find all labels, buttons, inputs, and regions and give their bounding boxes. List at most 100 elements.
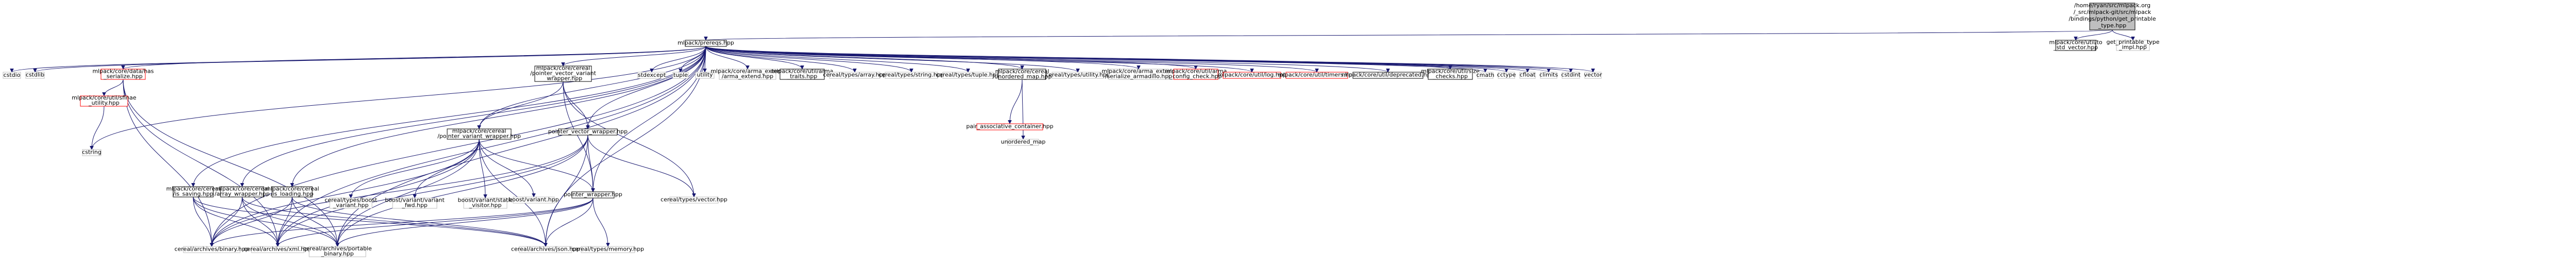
node-sizechecks[interactable]: mlpack/core/util/size_checks.hpp [1421,68,1480,80]
node-hasser[interactable]: mlpack/core/data/has_serialize.hpp [92,68,154,80]
node-label: climits [1539,71,1558,78]
node-issaving[interactable]: mlpack/core/cereal/is_saving.hpp [166,185,221,197]
node-box [998,69,1046,80]
node-armaconfig[interactable]: mlpack/core/util/arma_config_check.hpp [1165,68,1227,80]
node-box [519,246,572,253]
edge-mlpack-to-arraywrap [242,46,706,187]
node-cctype[interactable]: cctype [1497,72,1516,79]
edge-ptrwrap-to-portable [337,197,594,247]
node-log[interactable]: mlpack/core/util/log.hpp [1217,72,1286,79]
edge-mlpack-to-vector [705,46,1593,73]
node-label: /pointer_vector_variant [530,70,596,77]
node-ptrvv[interactable]: mlpack/core/cereal/pointer_vector_varian… [530,65,596,82]
node-label: cereal/archives/json.hpp [511,245,580,252]
node-armaext2[interactable]: mlpack/core/arma_extend/serialize_armadi… [1101,68,1175,80]
node-label: cereal/types/boost [325,197,378,204]
node-box [2055,40,2096,51]
node-boostvar[interactable]: cereal/types/boost_variant.hpp [325,197,378,209]
node-label: _wrapper.hpp [544,75,582,82]
edge-ptrvec-to-cvector [587,135,694,197]
node-label: pointer_wrapper.hpp [564,191,622,197]
node-xml[interactable]: cereal/archives/xml.hpp [244,245,312,253]
edge-mlpack-to-ptrvar [479,46,706,129]
node-armaext[interactable]: mlpack/core/arma_extend/arma_extend.hpp [710,68,784,80]
edge-arraywrap-to-binary [212,196,243,246]
node-box [1519,72,1536,79]
node-label: _checks.hpp [1432,73,1468,79]
node-box [309,246,366,257]
node-vector[interactable]: vector [1584,72,1602,79]
node-label: /serialize_armadillo.hpp [1105,73,1172,80]
node-box [719,69,776,80]
node-box [829,72,880,79]
node-cfloat[interactable]: cfloat [1519,72,1536,79]
node-label: mlpack/core/cereal [536,65,590,72]
node-tuple[interactable]: tuple [672,72,689,79]
node-unordered[interactable]: unordered_map [1001,139,1046,146]
node-json[interactable]: cereal/archives/json.hpp [511,245,580,253]
node-box [2089,3,2136,30]
node-bvfwd[interactable]: boost/variant/variant_fwd.hpp [385,196,445,209]
node-ptrvar[interactable]: mlpack/core/cereal/pointer_variant_wrapp… [437,128,521,140]
node-utility[interactable]: utility [695,72,715,79]
node-deprecated[interactable]: mlpack/core/util/deprecated.hpp [1342,71,1434,79]
node-label: _fwd.hpp [401,202,428,208]
node-portable[interactable]: cereal/archives/portable_binary.hpp [303,245,372,257]
node-cutility[interactable]: cereal/types/utility.hpp [1045,71,1110,79]
edge-mlpack-to-ptrvv [563,46,706,67]
node-carray[interactable]: cereal/types/array.hpp [823,71,887,79]
node-cvector[interactable]: cereal/types/vector.hpp [660,196,727,204]
node-cstdlib[interactable]: cstdlib [25,72,45,79]
node-isloading[interactable]: mlpack/core/cereal/is_loading.hpp [265,185,319,197]
node-label: mlpack/core/util/size [1421,68,1480,74]
node-label: mlpack/core/util/arma [1165,68,1227,74]
node-cstdio[interactable]: cstdio [3,72,21,79]
node-label: _std_vector.hpp [2053,44,2098,51]
node-sfinae[interactable]: mlpack/core/util/sfinae_utility.hpp [72,94,137,107]
node-climits[interactable]: climits [1539,71,1558,79]
node-arraywrap[interactable]: mlpack/core/cereal/array_wrapper.hpp [215,186,270,197]
node-label: mlpack/core/cereal [265,185,319,192]
node-memory[interactable]: cereal/types/memory.hpp [572,246,644,253]
edge-ptrvec-to-xml [278,135,588,246]
node-mlpack[interactable]: mlpack/prereqs.hpp [677,39,734,47]
edge-arraywrap-to-json [242,196,546,247]
node-unordmap[interactable]: mlpack/core/cereal/unordered_map.hpp [993,68,1052,80]
node-box [3,72,21,79]
node-ctuple[interactable]: cereal/types/tuple.hpp [936,71,1000,79]
node-tostd[interactable]: mlpack/core/util/to_std_vector.hpp [2049,39,2103,51]
node-cstdint[interactable]: cstdint [1561,72,1581,79]
node-box [82,149,101,156]
node-label: /unordered_map.hpp [993,73,1052,80]
node-box [669,196,719,204]
node-cstringstd[interactable]: cstring [82,149,101,156]
edge-ptrvar-to-bvariant [479,139,534,197]
edge-ptrvar-to-xml [278,139,480,246]
node-label: _serialize.hpp [103,73,142,79]
node-assoc[interactable]: pair_associative_container.hpp [966,123,1054,130]
node-label: _binary.hpp [320,251,353,257]
node-bvariant[interactable]: boost/variant.hpp [509,196,559,204]
edge-hasser-to-binary [123,79,212,246]
node-cstring[interactable]: cereal/types/string.hpp [878,71,944,79]
node-box [1540,72,1557,79]
node-binary[interactable]: cereal/archives/binary.hpp [175,245,249,253]
node-label: mlpack/prereqs.hpp [677,39,734,46]
node-label: mlpack/core/cereal [166,185,221,192]
node-cmath[interactable]: cmath [1477,72,1495,79]
node-box [976,123,1043,130]
node-label: vector [1584,72,1602,78]
node-ptrvec[interactable]: pointer_vector_wrapper.hpp [548,128,628,136]
node-timers[interactable]: mlpack/core/util/timers.hpp [1278,72,1356,79]
node-armatraits[interactable]: mlpack/core/util/arma_traits.hpp [771,68,834,80]
node-stdexcept[interactable]: stdexcept [637,72,666,79]
node-box [25,72,45,79]
node-box [100,69,146,80]
node-gpimpl[interactable]: get_printable_type_impl.hpp [2106,39,2160,51]
node-box [685,40,727,47]
node-bvstatic[interactable]: boost/variant/static_visitor.hpp [458,196,513,209]
edge-mlpack-to-isloading [292,46,706,187]
edge-issaving-to-portable [193,196,337,246]
node-ptrwrap[interactable]: pointer_wrapper.hpp [564,191,622,199]
edge-ptrwrap-to-json [546,197,594,246]
